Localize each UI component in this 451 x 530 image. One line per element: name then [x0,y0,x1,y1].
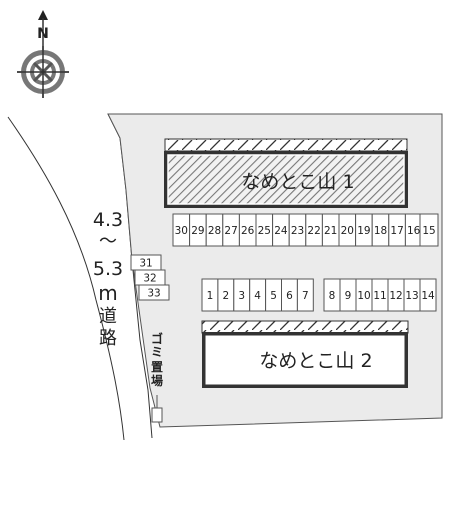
road-label-line: m [98,281,117,305]
building-1-name: なめとこ山 1 [241,171,354,193]
parking-space-number: 18 [374,225,387,237]
parking-space-number: 4 [254,290,261,302]
parking-space-number: 9 [345,290,352,302]
parking-space-number: 21 [324,225,337,237]
garbage-area-box [151,407,163,423]
parking-space [419,278,437,312]
parking-space-number: 31 [139,258,152,270]
parking-space-number: 25 [258,225,271,237]
parking-space-number: 23 [291,225,304,237]
parking-space-number: 33 [147,288,160,300]
compass-rose-icon [17,46,69,98]
parking-space-15: 15 [419,213,439,247]
parking-space-number: 17 [390,225,403,237]
parking-space-number: 5 [270,290,277,302]
parking-space [419,213,439,247]
parking-side-group: 31 32 33 [130,254,170,301]
parking-space-number: 22 [307,225,320,237]
garbage-label-line: ミ [151,345,163,359]
parking-space-number: 13 [405,290,418,302]
building-2-name: なめとこ山 2 [259,350,372,372]
road-label-line: 道 [99,306,117,327]
parking-space-number: 11 [373,290,386,302]
parking-space-number: 26 [241,225,255,237]
parking-space-number: 15 [422,225,435,237]
parking-space-number: 27 [224,225,237,237]
parking-space-number: 2 [223,290,230,302]
north-arrow-icon [38,10,48,20]
parking-space-number: 29 [191,225,204,237]
parking-space-number: 32 [143,273,156,285]
parking-space-number: 24 [274,225,288,237]
balcony-strip-1 [164,138,408,152]
parking-space-number: 8 [329,290,336,302]
parking-space [296,278,314,312]
road-label-line: 5.3 [93,258,123,280]
parking-space-number: 10 [357,290,370,302]
parking-space-number: 19 [357,225,370,237]
parking-space-number: 16 [407,225,421,237]
building-2-inner [205,335,405,385]
building-1-inner [167,154,405,205]
garbage-label-line: ゴ [151,331,163,346]
balcony-strip-2 [201,320,409,334]
parking-space-number: 30 [175,225,188,237]
road-label-line: 路 [99,328,117,349]
parking-space-number: 7 [302,290,309,302]
parking-space-number: 1 [207,290,214,302]
parking-space-number: 14 [421,290,435,302]
garbage-label-line: 場 [151,373,163,388]
parking-space-number: 6 [286,290,293,302]
road-label-line: 〜 [99,231,117,252]
road-label-line: 4.3 [93,209,123,231]
parking-space-number: 20 [341,225,354,237]
compass-north-label: N [37,26,49,42]
parking-space-number: 28 [208,225,221,237]
parking-space-number: 3 [238,290,245,302]
parking-space [138,284,170,301]
parking-space-number: 12 [389,290,402,302]
garbage-label-line: 置 [151,360,163,374]
road-edge-left [7,116,125,441]
